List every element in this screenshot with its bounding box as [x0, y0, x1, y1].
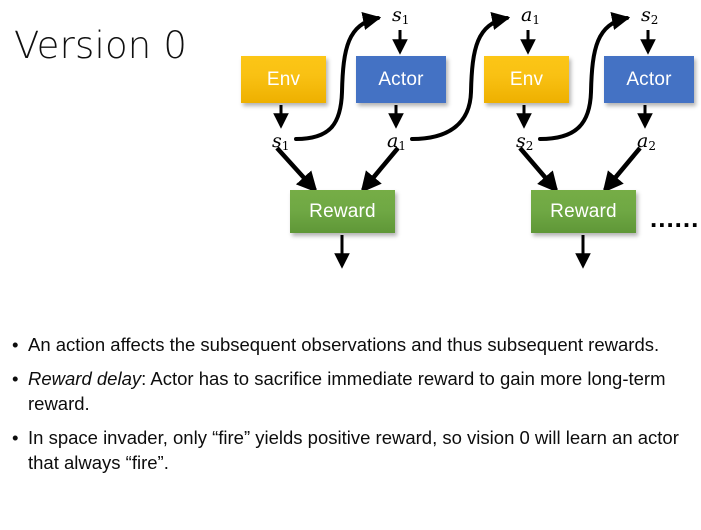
bullet-marker: • — [12, 334, 19, 355]
node-actor-1[interactable]: Actor — [356, 56, 446, 103]
symbol-subscript: 2 — [648, 139, 656, 153]
list-item: • An action affects the subsequent obser… — [0, 332, 701, 357]
node-label: Env — [266, 68, 301, 90]
symbol-a1-bottom: a1 — [387, 130, 406, 153]
symbol-subscript: 1 — [281, 139, 290, 153]
bullet-marker: • — [12, 368, 19, 389]
node-env-1[interactable]: Env — [241, 56, 326, 103]
arrow-a2-to-reward2 — [602, 146, 642, 193]
symbol-s2-bottom: s2 — [516, 130, 534, 153]
list-item: • In space invader, only “fire” yields p… — [0, 425, 701, 475]
symbol-base: a — [637, 130, 649, 152]
flow-diagram: Env Actor Env Actor Reward Reward s1 s1 … — [241, 4, 700, 269]
bullet-list: • An action affects the subsequent obser… — [0, 332, 701, 484]
symbol-a1-top: a1 — [521, 4, 540, 27]
curve-s1-to-s1top — [294, 11, 382, 141]
symbol-a2-bottom: a2 — [637, 130, 656, 153]
page-title: Version 0 — [14, 24, 188, 67]
arrow-s2-to-reward2 — [518, 146, 559, 193]
symbol-subscript: 2 — [525, 139, 534, 153]
arrow-a1-to-reward1 — [360, 146, 400, 193]
symbol-s1-bottom: s1 — [272, 130, 290, 153]
symbol-subscript: 2 — [650, 13, 659, 27]
symbol-s2-top: s2 — [641, 4, 659, 27]
bullet-text: An action affects the subsequent observa… — [28, 334, 659, 355]
bullet-segment: : Actor has to sacrifice immediate rewar… — [28, 368, 666, 414]
node-label: Actor — [626, 68, 672, 90]
bullet-text: Reward delay: Actor has to sacrifice imm… — [28, 368, 666, 414]
symbol-base: a — [387, 130, 399, 152]
bullet-text: In space invader, only “fire” yields pos… — [28, 427, 679, 473]
bullet-segment-emphasis: Reward delay — [28, 368, 142, 389]
node-reward-2[interactable]: Reward — [531, 190, 636, 233]
arrow-s1-to-reward1 — [275, 146, 318, 193]
node-label: Reward — [309, 200, 376, 222]
symbol-base: s — [516, 130, 526, 152]
symbol-subscript: 1 — [398, 139, 406, 153]
diagram-arrows-layer — [273, 11, 656, 269]
ellipsis-continuation: ...... — [650, 203, 700, 233]
node-actor-2[interactable]: Actor — [604, 56, 694, 103]
symbol-base: a — [521, 4, 533, 26]
symbol-base: s — [641, 4, 651, 26]
symbol-base: s — [272, 130, 282, 152]
symbol-base: s — [392, 4, 402, 26]
list-item: • Reward delay: Actor has to sacrifice i… — [0, 366, 701, 416]
node-reward-1[interactable]: Reward — [290, 190, 395, 233]
curve-s2-to-s2top — [538, 11, 631, 141]
symbol-s1-top: s1 — [392, 4, 410, 27]
node-label: Reward — [550, 200, 617, 222]
bullet-marker: • — [12, 427, 19, 448]
bullet-segment: An action affects the subsequent observa… — [28, 334, 660, 355]
node-env-2[interactable]: Env — [484, 56, 569, 103]
curve-a1-to-a1top — [410, 11, 511, 141]
symbol-subscript: 1 — [532, 13, 540, 27]
node-label: Env — [509, 68, 544, 90]
bullet-segment: In space invader, only “fire” yields pos… — [28, 427, 679, 473]
symbol-subscript: 1 — [401, 13, 410, 27]
node-label: Actor — [378, 68, 424, 90]
